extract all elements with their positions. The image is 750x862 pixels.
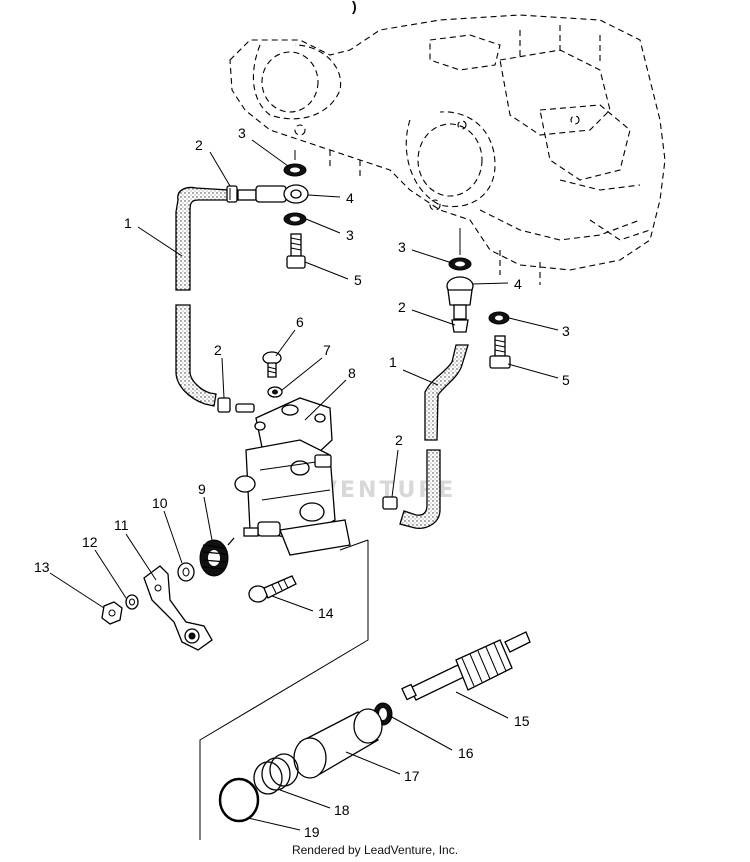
callout-7: 7: [323, 342, 331, 358]
pump-bleed-screw: [262, 351, 282, 378]
callout-4-upper: 4: [346, 190, 354, 206]
bushing-spring: [253, 753, 299, 795]
hose-clamp-pump-left: [217, 397, 231, 413]
callout-5-upper: 5: [354, 272, 362, 288]
callout-18: 18: [334, 802, 350, 818]
oil-pump-body: [234, 397, 351, 556]
footer-credit: Rendered by LeadVenture, Inc.: [291, 843, 459, 857]
callout-4-right: 4: [514, 276, 522, 292]
washer-right-b: [488, 311, 510, 325]
callout-5-right: 5: [562, 372, 570, 388]
pump-control-lever: [143, 565, 213, 651]
oil-hose-left: [175, 186, 229, 407]
callout-16: 16: [458, 745, 474, 761]
washer-upper-a: [283, 163, 307, 177]
lever-lock-washer: [125, 594, 139, 610]
callout-8: 8: [348, 365, 356, 381]
top-mark: ): [352, 0, 357, 14]
callout-12: 12: [82, 534, 98, 550]
callout-1-left: 1: [124, 215, 132, 231]
callout-3-upper-b: 3: [346, 227, 354, 243]
oil-hose-right: [399, 344, 469, 529]
banjo-bolt-upper: [286, 233, 306, 269]
callout-13: 13: [34, 559, 50, 575]
engine-block-outline: [229, 14, 666, 285]
hose-clamp-upper-left: [226, 185, 238, 203]
pump-mounting-bolt: [248, 575, 297, 603]
callout-1-right: 1: [389, 354, 397, 370]
callout-9: 9: [198, 481, 206, 497]
banjo-fitting-upper: [237, 184, 309, 204]
callout-2-upper: 2: [195, 137, 203, 153]
spring-washer: [177, 562, 195, 582]
hose-clamp-right-lower: [382, 496, 398, 510]
callout-11: 11: [114, 517, 129, 533]
callout-2-pump-left: 2: [214, 342, 222, 358]
pump-sealing-washer: [267, 386, 283, 398]
banjo-bolt-right: [489, 335, 511, 369]
shaft-bushing: [293, 708, 383, 779]
pump-drive-gear-shaft: [401, 631, 531, 701]
leader-lines: [49, 139, 559, 831]
hose-clamp-right-upper: [451, 319, 469, 333]
callout-19: 19: [304, 824, 320, 840]
washer-upper-b: [283, 212, 307, 226]
callout-15: 15: [514, 713, 530, 729]
callout-3-right-a: 3: [398, 239, 406, 255]
washer-right-a: [448, 257, 472, 271]
callout-3-right-b: 3: [562, 323, 570, 339]
o-ring: [218, 777, 260, 823]
return-spring: [199, 537, 235, 577]
callout-labels: 1 2 3 4 3 5 3 4 2 3 1 5 6 2 7 8 2 9 10 1…: [34, 125, 570, 840]
callout-2-right-upper: 2: [398, 299, 406, 315]
callout-17: 17: [404, 768, 420, 784]
callout-2-right-lower: 2: [395, 432, 403, 448]
callout-10: 10: [152, 495, 168, 511]
callout-14: 14: [318, 605, 334, 621]
callout-6: 6: [296, 314, 304, 330]
lever-nut: [101, 601, 123, 625]
callout-3-upper-a: 3: [238, 125, 246, 141]
banjo-fitting-right: [446, 276, 474, 320]
